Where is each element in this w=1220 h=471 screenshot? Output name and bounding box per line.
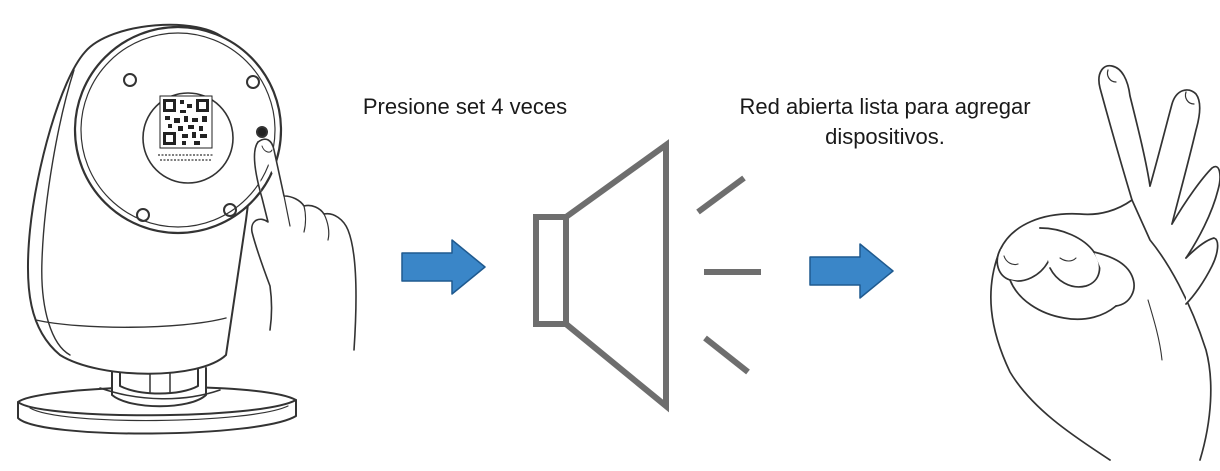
right-arrow-icon-2 bbox=[809, 243, 894, 299]
qr-code-icon bbox=[158, 95, 214, 161]
pressing-finger-illustration bbox=[250, 138, 357, 351]
network-ready-caption-line1: Red abierta lista para agregar bbox=[739, 94, 1031, 119]
camera-base bbox=[17, 386, 297, 435]
sound-wave-top bbox=[696, 175, 746, 215]
sound-wave-bottom bbox=[703, 335, 750, 375]
right-arrow-icon-1 bbox=[401, 239, 486, 295]
press-set-caption-text: Presione set 4 veces bbox=[362, 94, 568, 119]
sound-waves bbox=[696, 175, 761, 375]
speaker-cone bbox=[564, 139, 669, 413]
speaker-sound-icon bbox=[533, 139, 669, 413]
speaker-magnet bbox=[533, 214, 569, 327]
press-set-caption: Presione set 4 veces bbox=[335, 92, 595, 122]
network-ready-caption-line2: dispositivos. bbox=[825, 124, 945, 149]
set-button bbox=[256, 126, 268, 138]
ok-hand-gesture-illustration bbox=[990, 64, 1220, 461]
network-ready-caption: Red abierta lista para agregar dispositi… bbox=[700, 92, 1070, 152]
